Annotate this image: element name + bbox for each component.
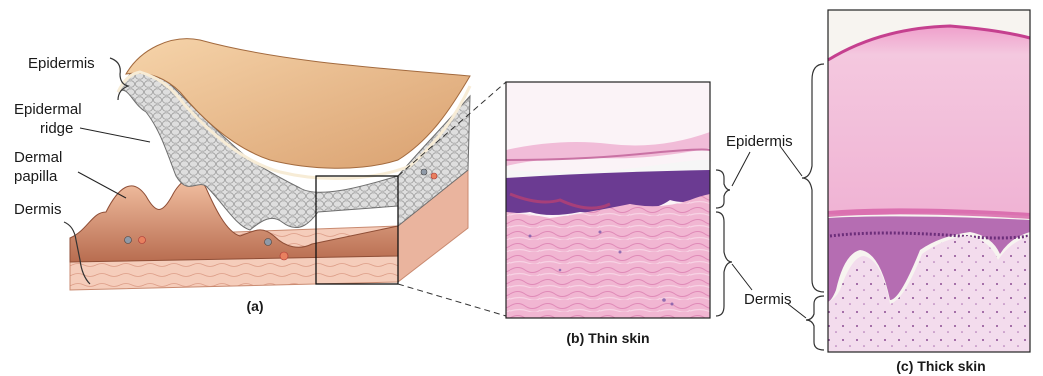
label-dermis-b: Dermis [744,291,792,308]
brace-dermis-b [716,212,732,316]
leader-epidermis-b [732,152,750,186]
label-epidermal-ridge-1: Epidermal [14,101,82,118]
brace-epidermis-b [716,170,730,208]
label-epidermis-a: Epidermis [28,55,95,72]
leader-dermis-c [788,304,806,318]
thick-skin-keratin [828,26,1030,216]
caption-a: (a) [246,298,263,314]
panel-b-micrograph: (b) Thin skin [506,82,711,346]
caption-c: (c) Thick skin [896,358,985,374]
panel-c-micrograph: (c) Thick skin [828,10,1030,374]
caption-b: (b) Thin skin [566,330,649,346]
leader-dermal-papilla [78,172,126,198]
label-epidermal-ridge-2: ridge [40,120,73,137]
leader-epidermal-ridge [80,128,150,142]
leader-epidermis-c [780,146,802,176]
panel-b-labels: Epidermis Dermis [716,64,824,350]
brace-epidermis-c [802,64,824,292]
brace-dermis-c [806,296,824,350]
label-dermal-papilla-2: papilla [14,168,58,185]
label-epidermis-b: Epidermis [726,133,793,150]
panel-a-illustration: Epidermis Epidermal ridge Dermal papilla… [14,39,506,316]
leader-dermis-b [732,264,752,290]
zoom-line-bottom [398,284,506,316]
label-dermal-papilla-1: Dermal [14,149,62,166]
label-dermis-a: Dermis [14,201,62,218]
